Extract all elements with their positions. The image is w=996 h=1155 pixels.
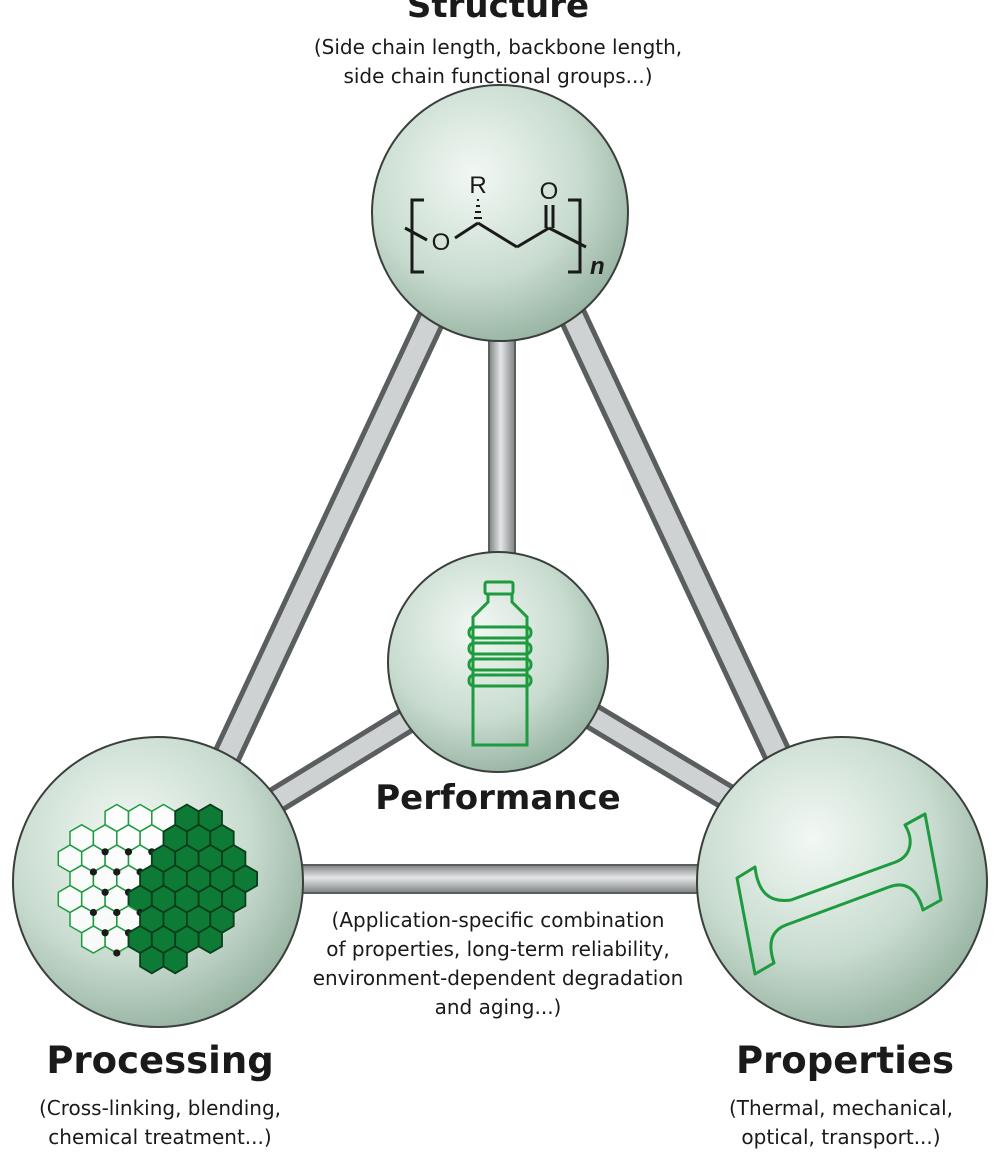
rod-performance-processing-highlight (251, 703, 429, 819)
performance-description-line: environment-dependent degradation (312, 966, 684, 990)
hex-cell-filled (139, 945, 165, 975)
bottle-icon (467, 580, 533, 747)
performance-sphere (387, 551, 609, 773)
performance-description-line: (Application-specific combination (331, 908, 665, 932)
crosslink-node (101, 888, 109, 896)
rod-structure-performance (488, 319, 516, 581)
properties-description-line: (Thermal, mechanical, (729, 1096, 953, 1120)
molecule-carbonyl-oxygen: O (540, 178, 559, 205)
crosslink-node (101, 929, 109, 937)
molecule-r-group: R (469, 172, 486, 199)
rod-processing-properties (281, 864, 723, 894)
processing-title: Processing (46, 1039, 274, 1082)
processing-description: (Cross-linking, blending, chemical treat… (0, 1094, 320, 1152)
crosslink-node (101, 848, 109, 856)
properties-description-line: optical, transport...) (741, 1125, 941, 1149)
crosslink-node (113, 868, 121, 876)
hex-cell-outline (80, 925, 106, 954)
processing-description-line: (Cross-linking, blending, (38, 1096, 282, 1120)
molecule-repeat-n: n (590, 253, 605, 280)
crosslink-node (113, 908, 121, 917)
rod-structure-properties-highlight (555, 290, 790, 770)
structure-sphere (371, 84, 629, 342)
performance-description: (Application-specific combination of pro… (268, 906, 728, 1022)
crosslink-node (124, 848, 133, 856)
hex-cell-filled (162, 945, 188, 975)
properties-description: (Thermal, mechanical, optical, transport… (686, 1094, 996, 1152)
crosslink-node (89, 868, 97, 876)
dogbone-specimen-icon (735, 812, 943, 976)
performance-description-line: and aging...) (434, 995, 562, 1019)
structure-description-line: (Side chain length, backbone length, (313, 35, 683, 59)
properties-title: Properties (735, 1039, 955, 1082)
hex-cell-outline (104, 925, 130, 954)
processing-description-line: chemical treatment...) (48, 1125, 272, 1149)
rod-structure-processing-highlight (210, 290, 450, 780)
polymer-repeat-unit-icon (404, 198, 587, 274)
crosslink-node (89, 908, 97, 917)
structure-title: Structure (406, 0, 590, 26)
connector-rods (205, 285, 795, 894)
crosslink-node (113, 949, 121, 957)
structure-description-line: side chain functional groups...) (343, 64, 653, 88)
hex-cell-filled (197, 924, 223, 955)
structure-description: (Side chain length, backbone length, sid… (248, 33, 748, 91)
performance-title: Performance (375, 778, 621, 818)
rod-performance-properties-highlight (576, 703, 749, 814)
molecule-ester-oxygen: O (432, 229, 451, 256)
hexagon-network-icon (57, 803, 258, 975)
performance-description-line: of properties, long-term reliability, (326, 937, 670, 961)
